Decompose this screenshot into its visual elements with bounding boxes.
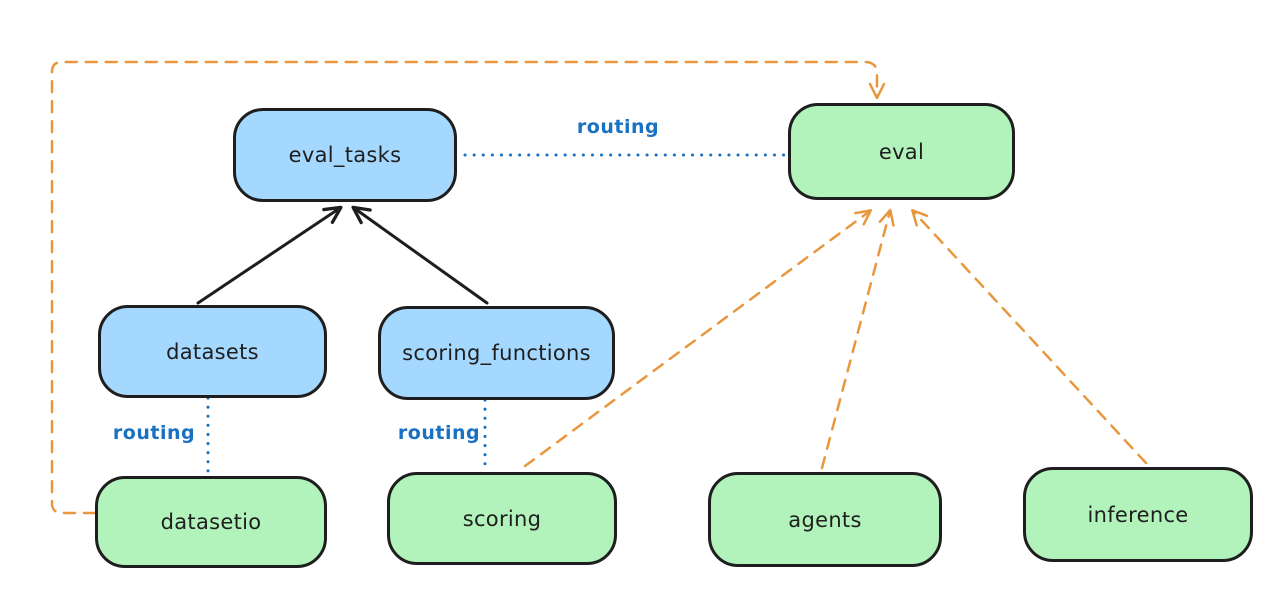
node-eval_tasks-label: eval_tasks [288, 143, 402, 167]
node-scoring-label: scoring [462, 506, 542, 531]
edge-inference-to-eval [911, 209, 1148, 465]
edge-scoring-to-eval [523, 209, 873, 468]
node-inference-label: inference [1087, 502, 1189, 527]
node-agents: agents [708, 472, 942, 567]
node-inference: inference [1023, 467, 1253, 562]
node-scoring_functions-label: scoring_functions [402, 341, 591, 365]
node-datasets-label: datasets [166, 339, 259, 364]
node-datasetio: datasetio [95, 476, 327, 568]
edge-scoring_functions-to-eval_tasks [351, 205, 489, 305]
edge-label-routing-top: routing [576, 116, 660, 138]
edge-agents-to-eval [820, 208, 895, 470]
node-datasets: datasets [98, 305, 327, 398]
node-eval_tasks: eval_tasks [233, 108, 457, 202]
node-eval: eval [788, 103, 1015, 200]
edge-label-routing-scoring: routing [397, 422, 481, 444]
node-agents-label: agents [788, 507, 862, 532]
node-eval-label: eval [878, 139, 925, 164]
edge-datasetio-to-eval [50, 60, 886, 515]
node-scoring: scoring [387, 472, 617, 565]
node-datasetio-label: datasetio [160, 510, 262, 534]
edge-label-routing-datasets: routing [112, 422, 196, 444]
node-scoring_functions: scoring_functions [378, 306, 615, 400]
edge-datasets-to-eval_tasks [196, 205, 343, 305]
